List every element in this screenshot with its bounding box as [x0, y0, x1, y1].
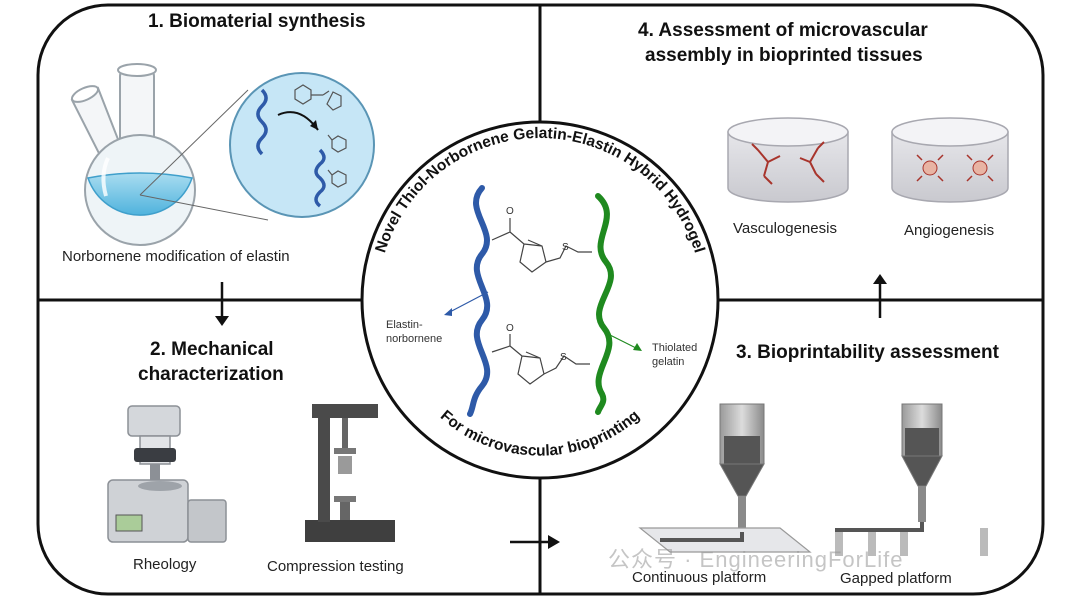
pointer-gelatin-head — [633, 343, 642, 351]
atom-o-bottom: O — [506, 323, 514, 334]
crosslink-bottom — [491, 334, 590, 385]
continuous-platform-illustration — [638, 403, 812, 553]
elastin-chain — [467, 185, 491, 417]
label-elastin-line2: norbornene — [386, 333, 443, 345]
q1-title: 1. Biomaterial synthesis — [148, 11, 366, 32]
vasculogenesis-dish — [727, 117, 849, 203]
pointer-elastin — [445, 291, 489, 315]
label-thiolated-gelatin: Thiolated gelatin — [652, 341, 697, 369]
q3-caption-gapped: Gapped platform — [840, 570, 952, 587]
gelatin-chain — [595, 193, 614, 415]
q2-title-line1: 2. Mechanical — [150, 339, 274, 360]
q3-title: 3. Bioprintability assessment — [736, 342, 999, 363]
rheometer-illustration — [107, 405, 227, 543]
label-gelatin-line2: gelatin — [652, 356, 685, 368]
arrow-down-head — [215, 316, 229, 326]
arrow-up-head — [873, 274, 887, 284]
magnified-reaction-circle — [229, 72, 375, 218]
q2-caption-compression: Compression testing — [267, 558, 404, 575]
watermark: 公众号 · EngineeringForLife — [608, 547, 904, 572]
center-circle — [360, 120, 720, 480]
q2-title-line2: characterization — [138, 364, 284, 385]
label-elastin-line1: Elastin- — [386, 319, 423, 331]
label-gelatin-line1: Thiolated — [652, 342, 698, 354]
q4-title-line1: 4. Assessment of microvascular — [638, 20, 928, 41]
arrow-right-head — [548, 535, 560, 549]
q4-caption-angiogenesis: Angiogenesis — [904, 222, 995, 239]
flask-illustration — [70, 63, 196, 246]
q4-caption-vasculogenesis: Vasculogenesis — [733, 220, 837, 237]
zoom-line-top — [139, 89, 249, 196]
q2-caption-rheology: Rheology — [133, 556, 197, 573]
compression-tester-illustration — [305, 404, 395, 542]
crosslink-top — [491, 218, 592, 273]
angiogenesis-dish — [891, 117, 1009, 203]
pointer-gelatin — [603, 331, 641, 351]
pointer-elastin-head — [444, 308, 452, 316]
gapped-platform-illustration — [835, 403, 988, 556]
atom-s-top: S — [562, 242, 569, 253]
q4-title-line2: assembly in bioprinted tissues — [645, 45, 923, 66]
label-elastin-norbornene: Elastin- norbornene — [386, 318, 442, 346]
atom-o-top: O — [506, 206, 514, 217]
atom-s-bottom: S — [560, 352, 567, 363]
q3-caption-continuous: Continuous platform — [632, 569, 767, 586]
zoom-line-bottom — [139, 194, 269, 221]
q1-caption: Norbornene modification of elastin — [62, 248, 290, 265]
